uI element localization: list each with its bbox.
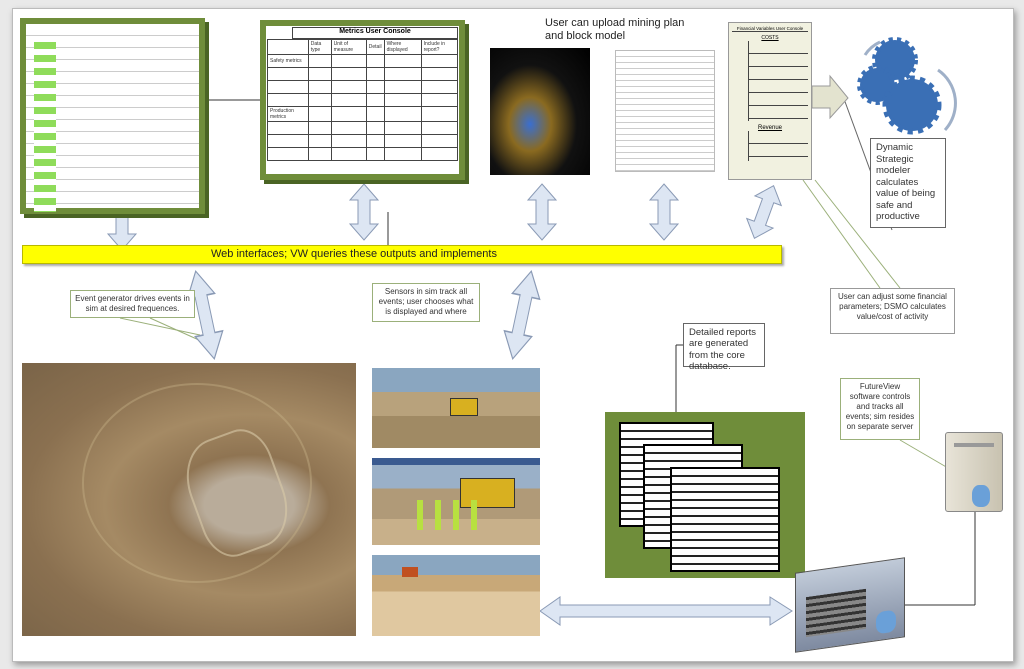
sim-screenshot-site (372, 555, 540, 636)
upload-label: User can upload mining plan and block mo… (545, 17, 685, 42)
rack-server-icon (795, 557, 905, 653)
costs-label: COSTS (761, 35, 779, 41)
event-generator-callout: Event generator drives events in sim at … (70, 290, 195, 318)
block-model-image (490, 48, 590, 175)
financial-callout: User can adjust some financial parameter… (830, 288, 955, 334)
reports-description: Detailed reports are generated from the … (683, 323, 765, 372)
sim-screenshot-haul-truck (372, 368, 540, 448)
mining-plan-spreadsheet (615, 50, 715, 172)
dsm-description: Dynamic Strategic modeler calculates val… (870, 138, 946, 228)
sensors-callout: Sensors in sim track all events; user ch… (372, 283, 480, 322)
safety-data-spreadsheet (20, 18, 205, 214)
console-title: Financial Variables User Console (732, 26, 808, 32)
futureview-callout: FutureView software controls and tracks … (840, 378, 920, 440)
mine-aerial-image (22, 363, 356, 636)
console-title: Metrics User Console (292, 27, 458, 39)
financial-variables-console: Financial Variables User Console COSTS R… (728, 22, 812, 180)
web-interfaces-bar: Web interfaces; VW queries these outputs… (22, 245, 782, 264)
reports-panel (605, 412, 805, 578)
revenue-label: Revenue (757, 125, 783, 131)
sim-screenshot-workers (372, 458, 540, 545)
server-tower-icon (945, 432, 1003, 512)
